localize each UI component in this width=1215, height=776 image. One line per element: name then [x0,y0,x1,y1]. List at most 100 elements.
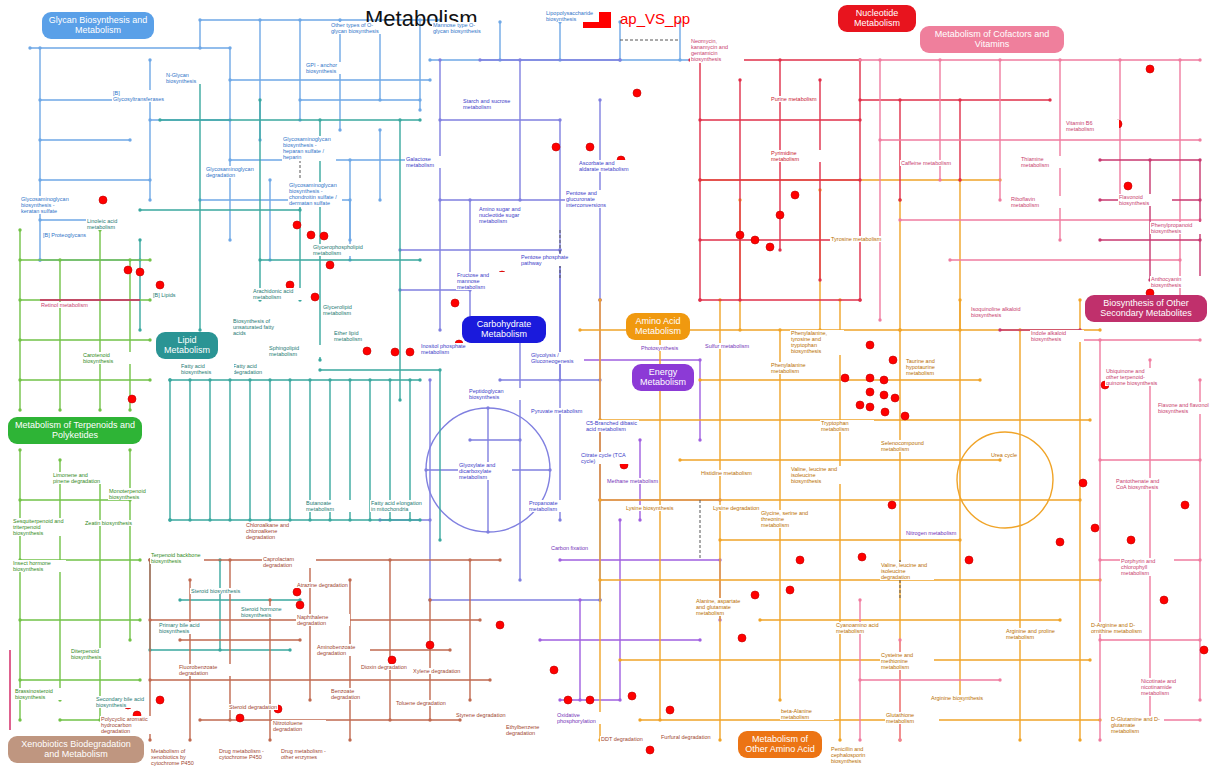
pathway-line [150,60,230,200]
pathway-label: Purine metabolism [770,96,818,102]
pathway-label: Primary bile acid biosynthesis [158,622,212,634]
pathway-label: [B] Proteoglycans [42,232,87,238]
pathway-dot [751,236,759,244]
pathway-line [170,380,420,520]
pathway-label: Caffeine metabolism [900,160,952,166]
pathway-dot [738,634,746,642]
pathway-line [150,620,490,720]
pathway-line [440,60,620,380]
category-label: Metabolism of Other Amino Acid [744,734,816,755]
pathway-label: Atrazine degradation [296,582,349,588]
category-label: Nucleotide Metabolism [844,8,910,29]
pathway-dot [736,231,744,239]
pathway-label: Nitrotoluene degradation [272,720,326,732]
pathway-label: Ubiquinone and other terpenoid-quinone b… [1105,368,1159,386]
pathway-label: Dioxin degradation [360,664,408,670]
pathway-group [690,60,1050,300]
pathway-dot [363,347,371,355]
category-label: Biosynthesis of Other Secondary Metaboli… [1091,298,1201,319]
pathway-label: Lipopolysaccharide biosynthesis [545,10,599,22]
pathway-label: Flavonoid biosynthesis [1118,194,1172,206]
pathway-label: Oxidative phosphorylation [556,712,610,724]
pathway-dot [751,591,759,599]
pathway-label: Styrene degradation [455,712,507,718]
pathway-line [600,380,1100,720]
pathway-label: Carbon fixation [550,545,589,551]
pathway-label: beta-Alanine metabolism [780,708,834,720]
pathway-label: Ascorbate and aldarate metabolism [578,160,632,172]
pathway-label: Cysteine and methionine metabolism [880,652,934,670]
pathway-label: Cyanoamino acid metabolism [835,622,889,634]
pathway-dot [766,243,774,251]
category-box: Glycan Biosynthesis and Metabolism [42,12,154,39]
pathway-group [140,80,440,650]
pathway-dot [866,374,874,382]
pathway-label: GPI - anchor biosynthesis [305,62,359,74]
pathway-label: Riboflavin metabolism [1010,196,1064,208]
pathway-label: Toluene degradation [395,700,447,706]
pathway-label: Naphthalene degradation [296,614,350,626]
pathway-label: N-Glycan biosynthesis [165,72,219,84]
pathway-label: Pyruvate metabolism [530,408,583,414]
pathway-label: Secondary bile acid biosynthesis [95,696,149,708]
pathway-label: Biosynthesis of unsaturated fatty acids [232,318,286,336]
pathway-dot [786,586,794,594]
pathway-line [700,180,1000,330]
pathway-dot [293,588,301,596]
pathway-label: Valine, leucine and isoleucine degradati… [880,562,934,580]
pathway-dot [881,408,889,416]
category-label: Metabolism of Cofactors and Vitamins [926,29,1058,50]
pathway-dot [888,501,896,509]
pathway-dot [307,231,315,239]
pathway-group [99,65,1208,754]
pathway-label: Selenocompound metabolism [880,440,934,452]
pathway-dot [858,553,866,561]
pathway-label: Glycosaminoglycan biosynthesis - keratan… [20,196,74,214]
pathway-label: Glycine, serine and threonine metabolism [760,510,814,528]
category-label: Xenobiotics Biodegradation and Metabolis… [14,739,138,760]
category-label: Energy Metabolism [638,367,688,388]
pathway-dot [156,281,164,289]
pathway-label: Sesquiterpenoid and triterpenoid biosynt… [12,518,66,536]
pathway-label: Glycerophospholipid metabolism [312,244,366,256]
pathway-dot [866,341,874,349]
pathway-dot [391,348,399,356]
pathway-label: Glycosaminoglycan degradation [205,166,259,178]
pathway-dot [1079,479,1087,487]
pathway-label: Drug metabolism - other enzymes [280,748,334,760]
pathway-line [580,300,1100,740]
pathway-label: Propanoate metabolism [528,500,582,512]
pathway-label: Phenylpropanoid biosynthesis [1150,222,1204,234]
category-box: Nucleotide Metabolism [838,5,916,32]
pathway-dot [552,143,560,151]
pathway-dot [128,395,136,403]
category-label: Lipid Metabolism [162,335,212,356]
pathway-label: Insect hormone biosynthesis [12,560,66,572]
pathway-line [860,600,1000,740]
pathway-label: Histidine metabolism [700,470,753,476]
pathway-line [150,560,300,650]
pathway-dot [889,356,897,364]
category-box: Energy Metabolism [632,364,694,391]
pathway-label: Tyrosine metabolism [830,236,882,242]
pathway-dot [628,692,636,700]
pathway-label: Pantothenate and CoA biosynthesis [1115,478,1169,490]
pathway-label: Furfural degradation [660,734,712,740]
pathway-label: Thiamine metabolism [1020,156,1074,168]
pathway-dot [796,556,804,564]
pathway-label: Indole alkaloid biosynthesis [1030,330,1084,342]
pathway-dot [791,191,799,199]
pathway-label: Steroid degradation [228,704,278,710]
pathway-label: Pyrimidine metabolism [770,150,824,162]
pathway-label: Brassinosteroid biosynthesis [14,688,68,700]
legend-text: ap_VS_pp [620,10,690,27]
pathway-label: Metabolism of xenobiotics by cytochrome … [150,748,204,766]
category-box: Biosynthesis of Other Secondary Metaboli… [1085,295,1207,322]
pathway-line [320,370,440,540]
pathway-label: Porphyrin and chlorophyll metabolism [1120,558,1174,576]
category-box: Metabolism of Other Amino Acid [738,731,822,758]
pathway-dot [901,412,909,420]
pathway-line [300,40,900,600]
